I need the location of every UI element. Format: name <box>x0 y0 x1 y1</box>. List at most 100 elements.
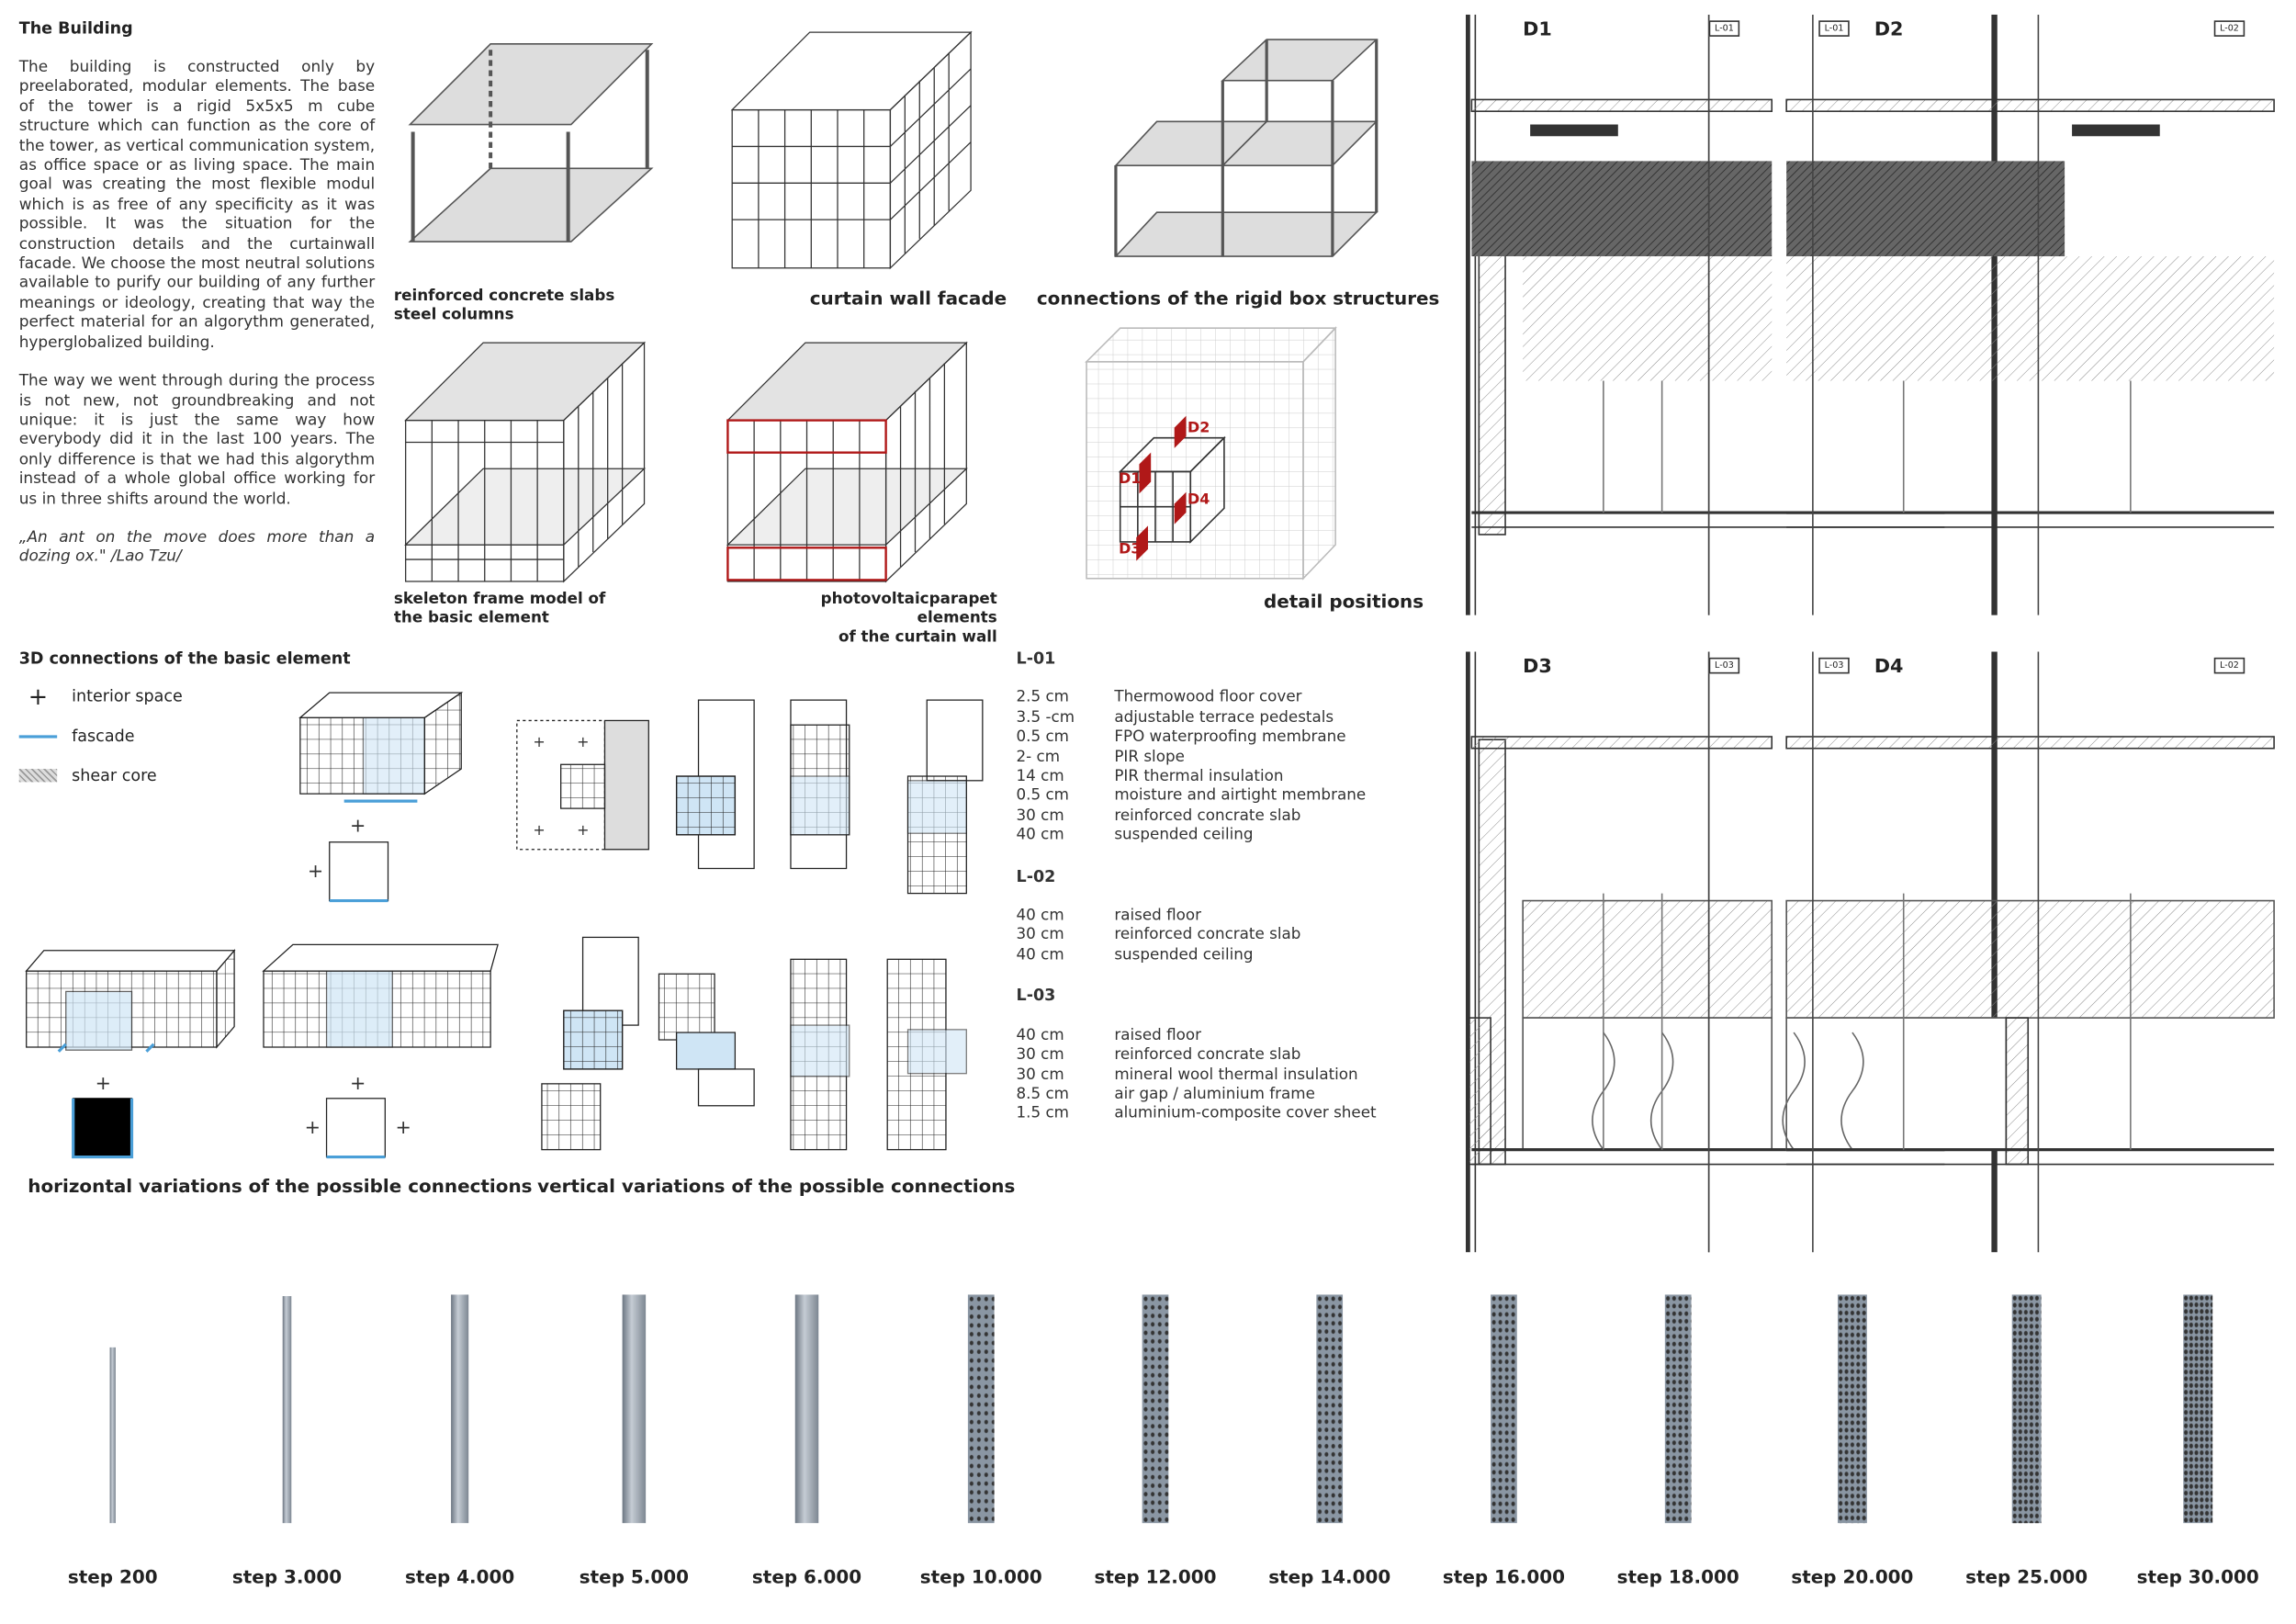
level-tag: L-03 <box>1818 657 1850 674</box>
plus-icon: + <box>96 1072 111 1094</box>
detail-drawing <box>1785 14 2275 615</box>
plus-icon: + <box>577 733 589 750</box>
layer-thickness: 0.5 cm <box>1016 727 1069 746</box>
legend-item-interior: +interior space <box>19 677 183 716</box>
layer-row: 30 cm reinforced concrate slab <box>1017 806 1412 826</box>
plus-icon: + <box>577 821 589 839</box>
layer-thickness: 30 cm <box>1016 1065 1064 1084</box>
layer-row: 40 cm suspended ceiling <box>1017 827 1412 846</box>
layer-row: 2- cm PIR slope <box>1017 748 1412 767</box>
layer-thickness: 40 cm <box>1016 1026 1064 1044</box>
connections-title: 3D connections of the basic element <box>18 648 351 669</box>
diagram-box-connections <box>1114 39 1379 257</box>
position-label-d2: D2 <box>1187 418 1210 435</box>
horizontal-variations-diagram: + + + + + + <box>25 691 499 1159</box>
tower-render <box>109 1347 116 1524</box>
step-label: step 14.000 <box>1268 1565 1391 1588</box>
diagram-detail-positions: D1 D2 D3 D4 <box>1085 326 1337 581</box>
step-label: step 18.000 <box>1616 1565 1739 1588</box>
caption-vertical-variations: vertical variations of the possible conn… <box>537 1174 1016 1197</box>
detail-drawing <box>1465 14 1945 615</box>
detail-label: D4 <box>1874 656 1904 679</box>
tower-render <box>622 1294 647 1524</box>
layer-row: 14 cm PIR thermal insulation <box>1017 768 1412 787</box>
layer-thickness: 2.5 cm <box>1016 689 1069 707</box>
caption-horizontal-variations: horizontal variations of the possible co… <box>28 1174 533 1197</box>
level-tag: L-03 <box>1708 657 1740 674</box>
caption-detail-positions: detail positions <box>1263 590 1424 613</box>
layer-thickness: 8.5 cm <box>1016 1085 1069 1103</box>
layer-material: reinforced concrate slab <box>1114 806 1301 825</box>
layer-row: 40 cm raised floor <box>1017 1026 1412 1045</box>
layer-material: suspended ceiling <box>1114 826 1254 844</box>
legend-item-fascade: fascade <box>18 716 183 756</box>
layer-thickness: 40 cm <box>1016 907 1064 925</box>
line-icon <box>18 734 58 738</box>
detail-drawing <box>1465 651 1945 1253</box>
layer-material: raised floor <box>1114 907 1202 925</box>
diagram-slabs <box>408 43 654 242</box>
layer-thickness: 14 cm <box>1016 767 1064 785</box>
step-label: step 30.000 <box>2136 1565 2259 1588</box>
plus-icon: + <box>350 815 366 837</box>
layer-thickness: 2- cm <box>1016 748 1061 766</box>
step-label: step 4.000 <box>405 1565 515 1588</box>
diagram-skeleton <box>404 341 647 583</box>
step-label: step 16.000 <box>1442 1565 1565 1588</box>
plus-icon: + <box>533 733 545 750</box>
detail-label: D1 <box>1523 18 1552 41</box>
plus-icon: + <box>28 682 49 711</box>
legend-item-shear-core: shear core <box>18 756 183 795</box>
step-label: step 25.000 <box>1965 1565 2088 1588</box>
step-label: step 12.000 <box>1094 1565 1217 1588</box>
layer-thickness: 0.5 cm <box>1016 786 1069 806</box>
position-label-d1: D1 <box>1119 469 1141 487</box>
layer-thickness: 30 cm <box>1016 806 1064 825</box>
layer-material: adjustable terrace pedestals <box>1114 708 1334 727</box>
layer-material: reinforced concrate slab <box>1114 1045 1301 1064</box>
position-label-d4: D4 <box>1187 490 1210 507</box>
layer-thickness: 30 cm <box>1016 926 1064 944</box>
tower-render <box>1142 1294 1169 1524</box>
diagram-curtain-wall <box>730 30 973 270</box>
layer-row: 0.5 cm FPO waterproofing membrane <box>1017 728 1412 748</box>
level-tag: L-02 <box>2213 20 2245 37</box>
layer-thickness: 1.5 cm <box>1016 1104 1069 1122</box>
layer-heading: L-01 <box>1016 648 1056 669</box>
layer-thickness: 30 cm <box>1016 1045 1064 1064</box>
intro-text: The building is constructed only by pree… <box>19 59 375 587</box>
layer-thickness: 40 cm <box>1016 826 1064 844</box>
tower-render <box>1316 1294 1344 1524</box>
intro-paragraph: The building is constructed only by pree… <box>18 58 376 352</box>
detail-label: D3 <box>1523 656 1552 679</box>
layer-material: PIR thermal insulation <box>1114 767 1284 785</box>
caption-curtain-wall: curtain wall facade <box>809 287 1007 310</box>
layer-material: PIR slope <box>1114 748 1185 766</box>
plus-icon: + <box>533 821 545 839</box>
layer-heading: L-02 <box>1016 866 1056 886</box>
caption-box-connections: connections of the rigid box structures <box>1036 287 1440 310</box>
layer-thickness: 40 cm <box>1016 945 1064 964</box>
detail-label: D2 <box>1874 18 1904 41</box>
layer-material: FPO waterproofing membrane <box>1114 727 1346 746</box>
diagram-photovoltaic <box>726 341 968 583</box>
level-tag: L-01 <box>1818 20 1850 37</box>
step-label: step 3.000 <box>231 1565 343 1588</box>
vertical-variations-diagram: + + + + <box>516 699 984 1151</box>
tower-render <box>1491 1294 1517 1524</box>
tower-render <box>794 1294 819 1524</box>
intro-title: The Building <box>18 18 133 39</box>
legend: +interior space fascade shear core <box>18 677 183 795</box>
intro-paragraph: The way we went through during the proce… <box>18 372 376 508</box>
layer-material: raised floor <box>1114 1026 1202 1044</box>
tower-render <box>1837 1294 1867 1524</box>
plus-icon: + <box>350 1072 366 1094</box>
tower-render <box>2011 1294 2042 1524</box>
